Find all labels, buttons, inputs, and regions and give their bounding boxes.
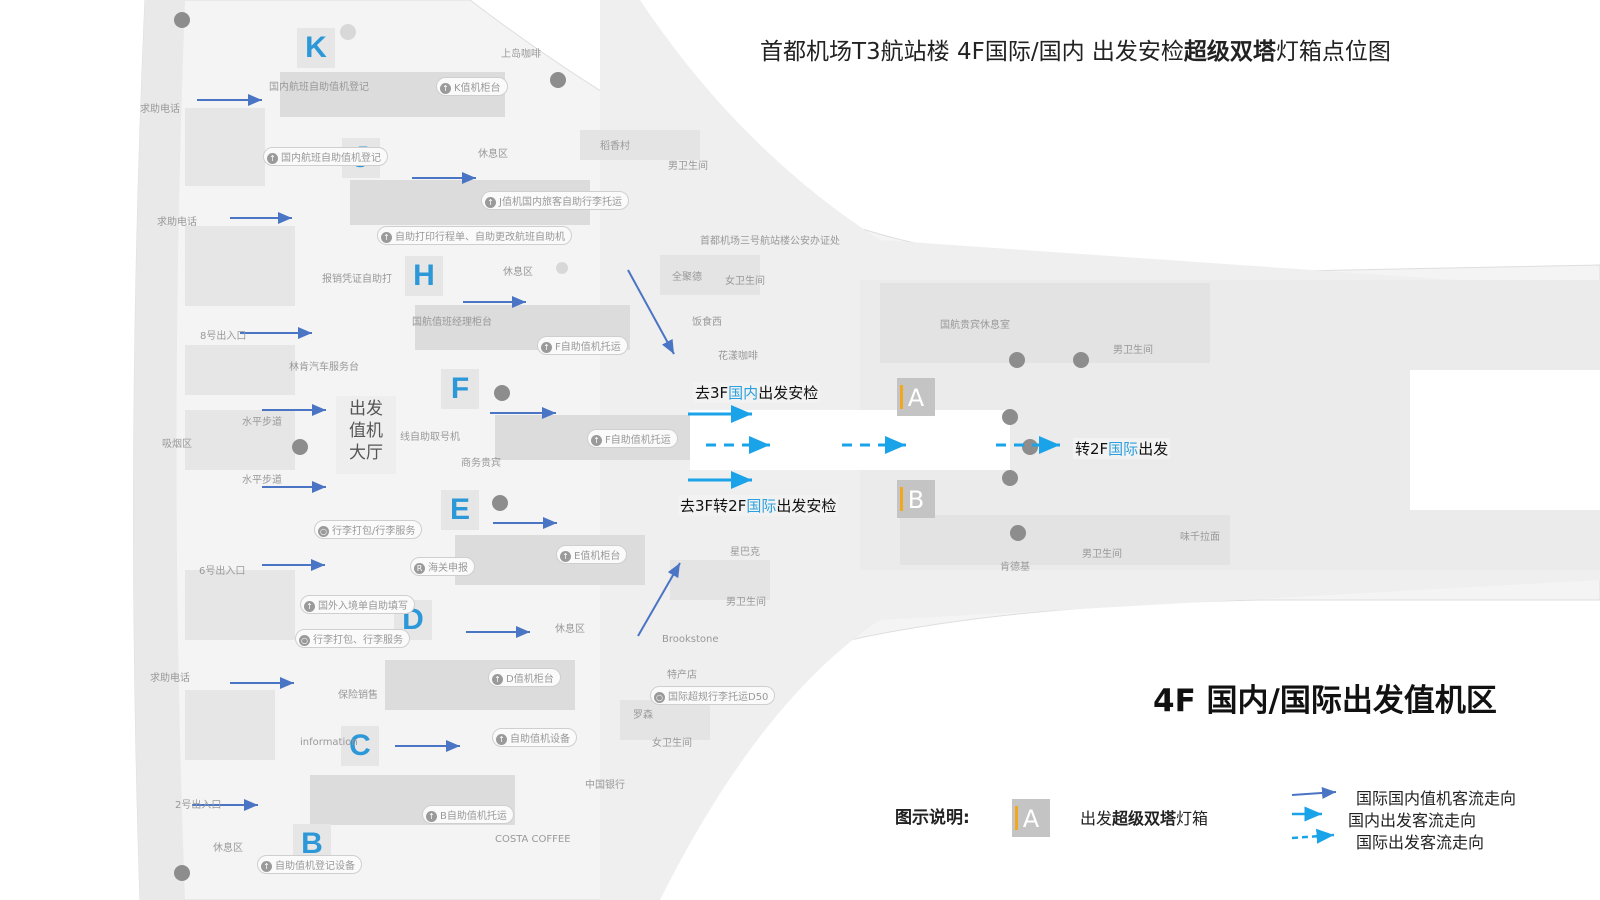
luosen-label: 罗森 <box>633 710 653 721</box>
rest-area-label: 休息区 <box>555 624 585 635</box>
checkin-flow-arrows <box>192 94 681 811</box>
specialty-store-label: 特产店 <box>667 670 697 681</box>
help-phone-label: 求助电话 <box>140 104 180 115</box>
starbucks-label: 星巴克 <box>730 547 760 558</box>
domestic-flow-arrows <box>688 405 752 489</box>
help-phone-label: 求助电话 <box>157 217 197 228</box>
canteen-label: 饭食西 <box>692 317 722 328</box>
intl-departure-2f-label: 转2F国际出发 <box>1073 438 1171 459</box>
legend-intl-flow: 国际出发客流走向 <box>1356 833 1485 852</box>
counter-pill: ↑K值机柜台 <box>436 77 508 96</box>
smoking-area-label: 吸烟区 <box>162 439 192 450</box>
counter-pill: ○国际超规行李托运D50 <box>650 686 776 705</box>
counter-letter-e: E <box>441 490 479 530</box>
legend-domestic-flow: 国内出发客流走向 <box>1348 811 1477 830</box>
legend-lightbox-swatch: A <box>1012 799 1050 837</box>
entrance-6-label: 6号出入口 <box>199 566 246 577</box>
arrow-up-icon: ↑ <box>492 673 503 685</box>
mens-room-label: 男卫生间 <box>1082 549 1122 560</box>
counter-letter-h: H <box>405 256 443 296</box>
zone-title: 4F 国内/国际出发值机区 <box>1153 683 1497 719</box>
counter-pill: ↑自助值机设备 <box>492 728 577 747</box>
legend-checkin-flow: 国际国内值机客流走向 <box>1356 789 1517 808</box>
womens-room-label: 女卫生间 <box>725 276 765 287</box>
mens-room-label: 男卫生间 <box>668 161 708 172</box>
counter-pill: ↑国外入境单自助填写 <box>300 595 415 614</box>
air-china-manager-label: 国航值班经理柜台 <box>412 317 492 328</box>
womens-room-label: 女卫生间 <box>652 738 692 749</box>
arrow-up-icon: ↑ <box>560 550 571 562</box>
map-title: 首都机场T3航站楼 4F国际/国内 出发安检超级双塔灯箱点位图 <box>760 39 1391 65</box>
departure-hall-label: 出发 值机 大厅 <box>336 396 396 474</box>
costa-label: COSTA COFFEE <box>495 834 571 845</box>
walkway-label: 水平步道 <box>242 417 282 428</box>
arrow-up-icon: ↑ <box>381 231 392 243</box>
rest-area-label: 休息区 <box>478 149 508 160</box>
legend-arrows <box>1291 786 1337 844</box>
lightbox-a: A <box>897 378 935 416</box>
legend-title: 图示说明: <box>895 808 970 828</box>
quanjude-label: 全聚德 <box>672 272 702 283</box>
mens-room-label: 男卫生间 <box>1113 345 1153 356</box>
vip-lounge-label: 国航贵宾休息室 <box>940 320 1010 331</box>
counter-letter-f: F <box>441 369 479 409</box>
insurance-label: 保险销售 <box>338 690 378 701</box>
arrow-up-icon: ↑ <box>304 600 315 612</box>
arrow-up-icon: ↑ <box>261 860 272 872</box>
kfc-label: 肯德基 <box>1000 562 1030 573</box>
brookstone-label: Brookstone <box>662 634 719 645</box>
counter-pill: ↑D值机柜台 <box>488 668 561 687</box>
counter-pill: ↑国内航班自助值机登记 <box>263 147 388 166</box>
counter-pill: ↑自助打印行程单、自助更改航班自助机 <box>377 226 572 245</box>
circle-icon: ○ <box>318 525 329 537</box>
arrow-up-icon: ↑ <box>426 810 437 822</box>
legend-lightbox-label: 出发超级双塔灯箱 <box>1080 809 1209 828</box>
counter-letter-k: K <box>297 28 335 68</box>
circle-icon: ○ <box>299 634 310 646</box>
counter-pill: ↑J值机国内旅客自助行李托运 <box>481 191 629 210</box>
counter-pill: ↑自助值机登记设备 <box>257 855 362 874</box>
police-label: 首都机场三号航站楼公安办证处 <box>700 236 840 247</box>
entrance-2-label: 2号出入口 <box>175 800 222 811</box>
counter-pill: ↑B自助值机托运 <box>422 805 514 824</box>
circle-icon: ○ <box>654 691 665 703</box>
counter-pill: ○行李打包/行李服务 <box>314 520 423 539</box>
customs-icon: R <box>414 562 425 574</box>
lightbox-b: B <box>897 480 935 518</box>
counter-letter-c: C <box>341 726 379 766</box>
self-queue-label: 线自助取号机 <box>400 432 460 443</box>
arrow-up-icon: ↑ <box>591 434 602 446</box>
rest-area-label: 休息区 <box>213 843 243 854</box>
ajisen-label: 味千拉面 <box>1180 532 1220 543</box>
arrow-up-icon: ↑ <box>267 152 278 164</box>
counter-pill: 国内航班自助值机登记 <box>269 82 369 93</box>
entrance-8-label: 8号出入口 <box>200 331 247 342</box>
flower-cafe-label: 花漾咖啡 <box>718 351 758 362</box>
baggage-receipt-label: 报销凭证自助打 <box>322 274 392 285</box>
boc-label: 中国银行 <box>585 780 625 791</box>
walkway-label: 水平步道 <box>242 475 282 486</box>
arrow-up-icon: ↑ <box>496 733 507 745</box>
cafe-label: 上岛咖啡 <box>501 49 541 60</box>
counter-pill: ↑E值机柜台 <box>556 545 628 564</box>
counter-pill: ↑F自助值机托运 <box>587 429 678 448</box>
information-label: information <box>300 737 358 748</box>
taxi-label: 林肯汽车服务台 <box>289 362 359 373</box>
business-class-label: 商务贵宾 <box>461 458 501 469</box>
help-phone-label: 求助电话 <box>150 673 190 684</box>
arrow-up-icon: ↑ <box>541 341 552 353</box>
domestic-security-3f-label: 去3F国内出发安检 <box>693 382 821 403</box>
rest-area-label: 休息区 <box>503 267 533 278</box>
counter-pill: ↑F自助值机托运 <box>537 336 628 355</box>
arrow-up-icon: ↑ <box>485 196 496 208</box>
mens-room-label: 男卫生间 <box>726 597 766 608</box>
daoxiang-label: 稻香村 <box>600 141 630 152</box>
intl-security-3f-2f-label: 去3F转2F国际出发安检 <box>678 495 839 516</box>
arrow-up-icon: ↑ <box>440 82 451 94</box>
counter-pill: ○行李打包、行李服务 <box>295 629 410 648</box>
